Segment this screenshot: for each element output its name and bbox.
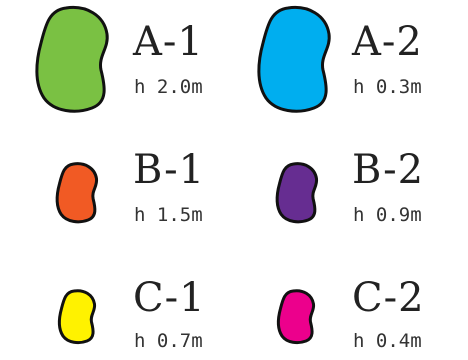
bean-b-1-shape <box>55 162 99 224</box>
bean-b-2-height: h 0.9m <box>353 204 422 226</box>
bean-c-2-label: C-2 <box>352 275 425 321</box>
bean-a-2-label: A-2 <box>352 19 423 65</box>
bean-a-1-height: h 2.0m <box>134 76 203 98</box>
bean-b-1-height: h 1.5m <box>134 204 203 226</box>
bean-b-1-label: B-1 <box>133 147 206 193</box>
bean-b-2-shape <box>275 162 319 224</box>
bean-c-1-label: C-1 <box>133 275 206 321</box>
bean-a-2-height: h 0.3m <box>353 76 422 98</box>
bean-c-2-height: h 0.4m <box>353 330 422 352</box>
bean-c-2-shape <box>276 289 316 345</box>
bean-b-2-label: B-2 <box>352 147 425 193</box>
bean-a-1-label: A-1 <box>133 19 204 65</box>
bean-a-2-shape <box>257 5 331 113</box>
bean-a-1-shape <box>35 5 109 113</box>
bean-c-1-height: h 0.7m <box>134 330 203 352</box>
bean-c-1-shape <box>57 289 97 345</box>
